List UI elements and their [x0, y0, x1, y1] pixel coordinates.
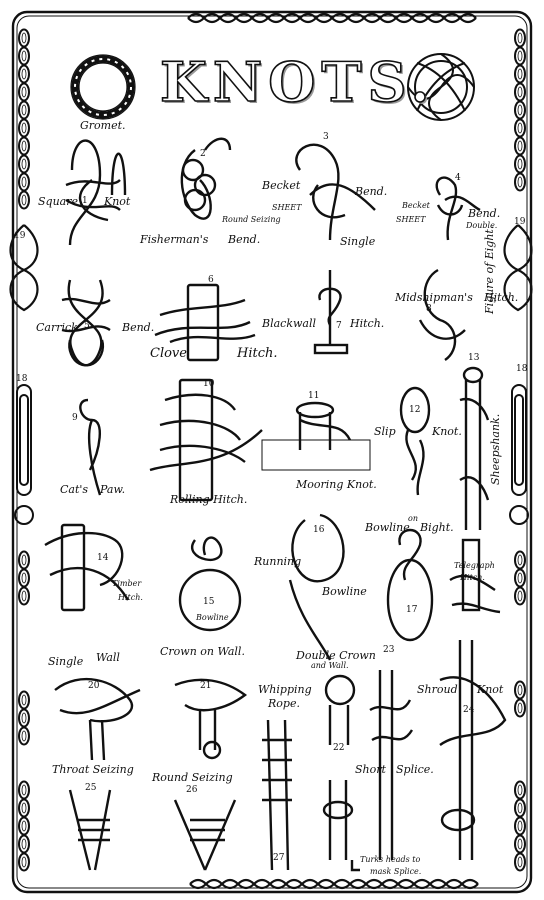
label-bend-2: Bend. — [228, 233, 261, 246]
label-sheepshank: Sheepshank. — [489, 413, 502, 485]
turks-head-mat — [407, 53, 475, 121]
label-shroud: Shroud — [417, 683, 458, 696]
label-on-small: on — [408, 514, 418, 523]
figure-eight-left — [9, 224, 39, 312]
number-5: 5 — [84, 321, 90, 331]
label-bend-3: Bend. — [355, 185, 388, 198]
page-title: KNOTS. — [159, 50, 436, 114]
number-22: 22 — [333, 743, 345, 753]
label-crown-on-wall: Crown on Wall. — [160, 645, 245, 658]
label-bend-4: Bend. — [468, 207, 501, 220]
gromet-drawing — [70, 54, 136, 120]
knot-drawings — [44, 137, 507, 872]
label-timber: Timber — [112, 579, 142, 588]
label-hitch-14: Hitch. — [118, 593, 143, 602]
number-1: 1 — [82, 196, 88, 206]
label-sheet-3: SHEET — [272, 203, 302, 212]
label-paw: Paw. — [100, 483, 126, 496]
number-18-left: 18 — [16, 374, 28, 384]
number-13: 13 — [468, 353, 480, 363]
number-23: 23 — [383, 645, 395, 655]
label-and-wall: and Wall. — [311, 661, 349, 670]
label-bowline-on: Bowline — [365, 521, 410, 534]
sheepshank-right — [509, 384, 529, 525]
label-whipping: Whipping — [258, 683, 312, 696]
number-12: 12 — [409, 405, 421, 415]
label-hitch-8: Hitch. — [484, 291, 519, 304]
label-bight: Bight. — [420, 521, 454, 534]
label-throat-seizing: Throat Seizing — [52, 763, 134, 776]
label-slip: Slip — [374, 425, 396, 438]
label-running: Running — [254, 555, 302, 568]
number-6: 6 — [208, 275, 214, 285]
label-becket-4: Becket — [402, 201, 430, 210]
label-clove: Clove — [150, 346, 187, 361]
number-15: 15 — [203, 597, 215, 607]
label-square: Square — [38, 195, 78, 208]
label-sheet-4: SHEET — [396, 215, 426, 224]
bottom-braid — [189, 878, 479, 890]
label-single-3: Single — [340, 235, 376, 248]
number-8: 8 — [426, 304, 432, 314]
number-9: 9 — [72, 413, 78, 423]
number-17: 17 — [406, 605, 418, 615]
label-round-seizing-small: Round Seizing — [222, 215, 281, 224]
number-7: 7 — [336, 321, 342, 331]
label-turks-heads-1: Turks heads to — [360, 855, 421, 864]
figure-eight-right — [503, 224, 533, 312]
label-carrick: Carrick — [36, 321, 78, 334]
number-11: 11 — [308, 391, 320, 401]
number-25: 25 — [85, 783, 97, 793]
label-knot-24: Knot — [477, 683, 504, 696]
number-3: 3 — [323, 132, 329, 142]
label-hitch-7: Hitch. — [350, 317, 385, 330]
number-21: 21 — [200, 681, 212, 691]
number-19-right: 19 — [514, 217, 526, 227]
label-double-crown: Double Crown — [296, 649, 376, 662]
number-18-right: 18 — [516, 364, 528, 374]
label-knot-12: Knot. — [432, 425, 462, 438]
label-midshipmans: Midshipman's — [395, 291, 473, 304]
label-wall: Wall — [96, 651, 120, 664]
label-cats: Cat's — [60, 483, 89, 496]
top-braid — [187, 12, 477, 24]
label-telegraph: Telegraph — [454, 561, 495, 570]
number-20: 20 — [88, 681, 100, 691]
label-rolling-hitch: Rolling Hitch. — [170, 493, 248, 506]
number-24: 24 — [463, 705, 475, 715]
label-bowline-15: Bowline — [196, 613, 229, 622]
label-fishermans: Fisherman's — [140, 233, 209, 246]
number-10: 10 — [203, 379, 215, 389]
label-double-4: Double. — [466, 221, 498, 230]
label-blackwall: Blackwall — [262, 317, 316, 330]
number-27: 27 — [273, 853, 285, 863]
label-gromet: Gromet. — [80, 119, 126, 132]
label-bend-5: Bend. — [122, 321, 155, 334]
label-turks-heads-2: mask Splice. — [370, 867, 422, 876]
label-splice: Splice. — [396, 763, 434, 776]
label-short: Short — [355, 763, 386, 776]
sheepshank-left — [14, 384, 34, 525]
number-4: 4 — [455, 173, 461, 183]
label-bowline-16: Bowline — [322, 585, 367, 598]
label-becket-3: Becket — [262, 179, 301, 192]
number-2: 2 — [200, 149, 206, 159]
label-knot-1: Knot — [104, 195, 131, 208]
number-16: 16 — [313, 525, 325, 535]
number-19-left: 19 — [14, 231, 26, 241]
label-rope: Rope. — [268, 697, 300, 710]
label-hitch-6: Hitch. — [237, 346, 278, 361]
number-14: 14 — [97, 553, 109, 563]
number-26: 26 — [186, 785, 198, 795]
label-round-seizing: Round Seizing — [152, 771, 233, 784]
label-single-wall: Single — [48, 655, 84, 668]
label-mooring-knot: Mooring Knot. — [296, 478, 377, 491]
label-telegraph-hitch: Hitch. — [460, 573, 485, 582]
